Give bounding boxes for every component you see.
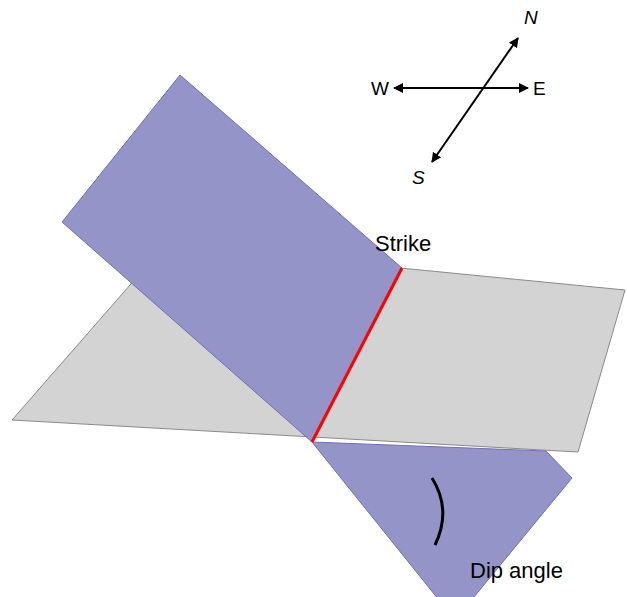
dip-angle-label: Dip angle	[470, 560, 563, 582]
dipping-plane	[62, 75, 402, 442]
compass-south: S	[412, 168, 425, 187]
north-south-arrow	[432, 38, 518, 162]
west-east-arrow	[394, 87, 528, 89]
compass-west: W	[371, 79, 389, 98]
dipping-plane-lower	[312, 442, 572, 597]
compass-east: E	[533, 79, 546, 98]
strike-line	[312, 268, 402, 442]
strike-label: Strike	[375, 233, 431, 255]
dip-arc	[432, 478, 443, 545]
compass-north: N	[524, 8, 538, 27]
